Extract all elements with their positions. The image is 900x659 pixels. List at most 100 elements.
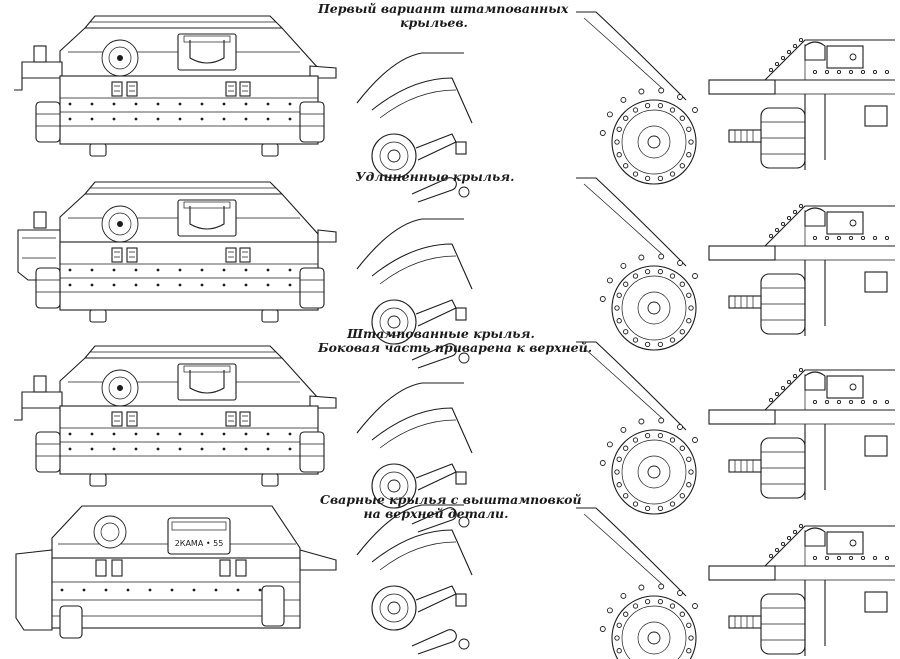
drive-sprocket (35, 101, 61, 143)
sprocket-tooth (686, 622, 692, 628)
rear-box (826, 531, 864, 555)
bracket (455, 307, 467, 321)
rivet (848, 235, 854, 241)
bolt (244, 102, 248, 106)
track-link (415, 585, 457, 613)
bolt (134, 283, 138, 287)
right-fender (317, 229, 337, 243)
welded-fender (15, 549, 53, 631)
sprocket-tooth (623, 329, 629, 335)
bolt (214, 588, 218, 592)
track-foot (89, 309, 107, 323)
corner-view-row-2 (708, 203, 895, 336)
sprocket-tooth (616, 152, 622, 158)
hull-top (764, 39, 895, 81)
sprocket-tooth (616, 126, 622, 132)
sprocket-tooth (657, 341, 664, 348)
rivet (872, 399, 878, 405)
track-link (415, 299, 457, 327)
sprocket-view-row-2 (576, 177, 698, 351)
lower-arm (411, 507, 457, 533)
louvre-bracket (126, 247, 138, 263)
sprocket-tooth (623, 115, 629, 121)
side-detail-row-2 (356, 218, 473, 369)
rivet (774, 227, 780, 233)
sprocket-tooth (688, 635, 694, 641)
bracket (864, 271, 888, 293)
stamp-plate (167, 517, 231, 555)
sprocket-tooth (644, 268, 651, 275)
bolt (222, 447, 226, 451)
sprocket-tooth (644, 102, 651, 109)
fender-line (371, 77, 473, 124)
sprocket-tooth (616, 318, 622, 324)
fender-line (371, 529, 473, 576)
bolt (126, 588, 130, 592)
sprocket-tooth (644, 175, 651, 182)
bolt (222, 268, 226, 272)
bolt (192, 588, 196, 592)
drive-sprocket (611, 595, 697, 659)
rivet (677, 260, 683, 266)
track-foot (261, 473, 279, 487)
drive-sprocket (261, 585, 285, 627)
bolt (178, 283, 182, 287)
rivet (836, 69, 842, 75)
tow-hook (804, 207, 826, 227)
rivet (824, 235, 830, 241)
rivet (812, 235, 818, 241)
access-panel (177, 33, 237, 71)
rear-box (826, 45, 864, 69)
rivet (786, 215, 792, 221)
rivet (658, 583, 665, 590)
bolt (90, 268, 94, 272)
bolt (112, 102, 116, 106)
rivet (692, 273, 698, 279)
rivet (872, 235, 878, 241)
sprocket-tooth (657, 102, 664, 109)
louvre-bracket (111, 411, 123, 427)
rear-view-row-2 (17, 181, 337, 323)
drive-stub (728, 295, 762, 309)
fender-line (371, 407, 473, 454)
rear-view-row-3 (14, 345, 337, 487)
sprocket-tooth (616, 648, 622, 654)
sprocket-tooth (686, 292, 692, 298)
bolt (134, 432, 138, 436)
sprocket-tooth (632, 603, 639, 609)
caption-first-stamped-fenders: Первый вариант штампованных крыльев. (318, 1, 569, 30)
right-fender (309, 395, 337, 409)
sprocket-tooth (632, 501, 639, 507)
rivet (792, 529, 798, 535)
left-exhaust (33, 45, 47, 63)
louvre-bracket (225, 247, 237, 263)
bolt (156, 447, 160, 451)
bolt (178, 268, 182, 272)
left-fender (21, 391, 63, 409)
sprocket-tooth (657, 175, 664, 182)
rivet (768, 553, 774, 559)
track-foot (261, 309, 279, 323)
left-exhaust (33, 211, 47, 229)
rivet (768, 233, 774, 239)
bolt (148, 588, 152, 592)
bolt (68, 117, 72, 121)
bolt (222, 102, 226, 106)
rivet (677, 94, 683, 100)
rivet (692, 107, 698, 113)
rivet (692, 437, 698, 443)
bolt (244, 268, 248, 272)
rivet (599, 296, 606, 302)
rivet (860, 235, 866, 241)
hull-edge (356, 52, 464, 104)
corner-view-row-4 (708, 523, 895, 656)
bolt (104, 588, 108, 592)
drive-stub (728, 459, 762, 473)
rivet (658, 417, 665, 424)
rivet (620, 262, 627, 269)
tow-hook (804, 41, 826, 61)
rivet (836, 555, 842, 561)
rivet (848, 399, 854, 405)
drive-sprocket (299, 431, 325, 473)
bolt (244, 447, 248, 451)
